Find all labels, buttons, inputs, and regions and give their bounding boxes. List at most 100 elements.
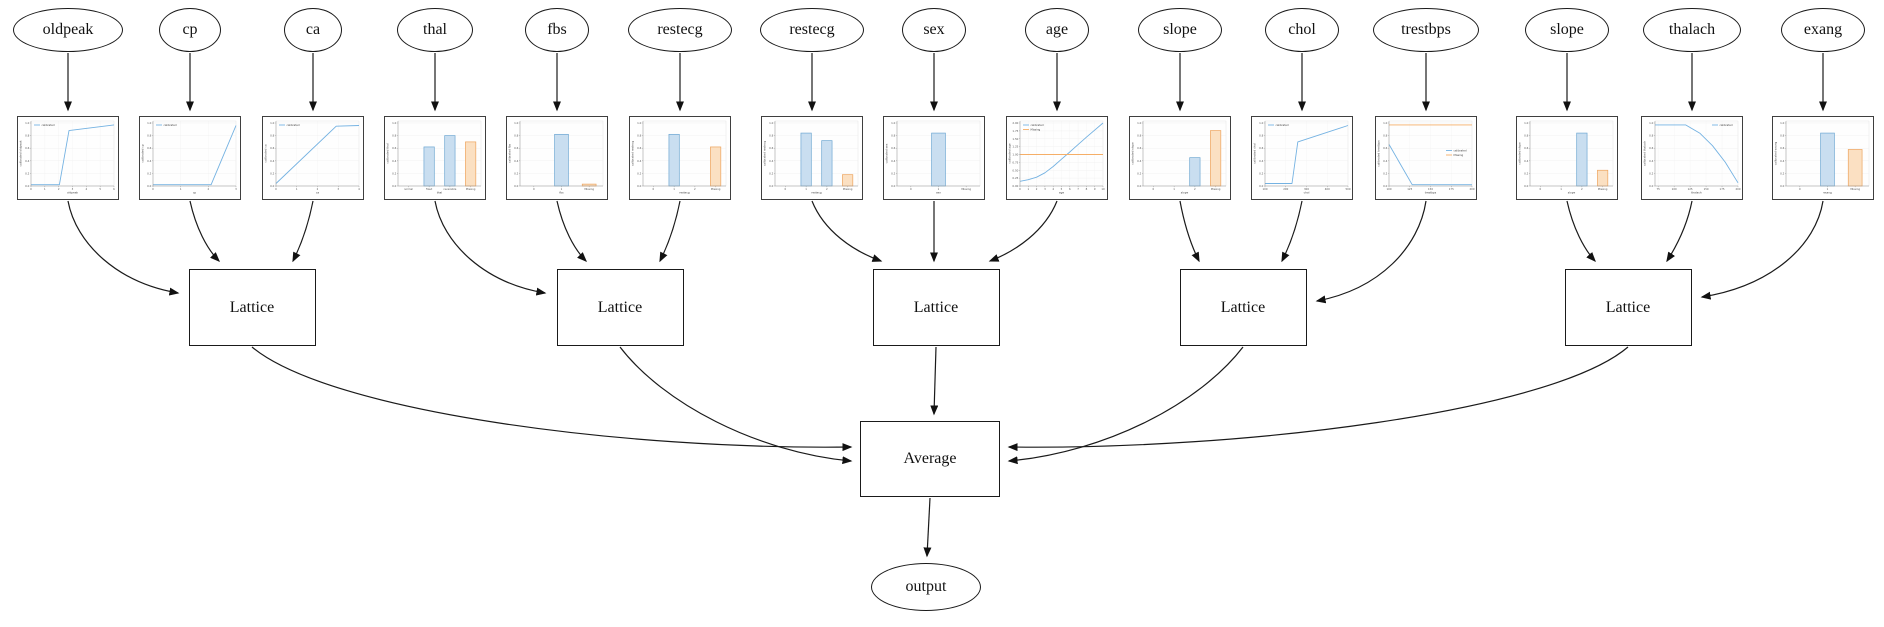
svg-text:0.2: 0.2 <box>637 171 642 175</box>
feature-label: oldpeak <box>42 21 94 38</box>
svg-text:0.2: 0.2 <box>147 171 152 175</box>
svg-text:0.0: 0.0 <box>1259 184 1264 188</box>
svg-text:chol: chol <box>1303 191 1309 195</box>
svg-text:2: 2 <box>207 187 209 191</box>
svg-text:Missing: Missing <box>1850 187 1860 191</box>
svg-text:Missing: Missing <box>465 187 475 191</box>
svg-text:75: 75 <box>1656 187 1660 191</box>
svg-text:0.4: 0.4 <box>637 159 642 163</box>
svg-text:0.0: 0.0 <box>1383 184 1388 188</box>
svg-text:calibrated age: calibrated age <box>1007 143 1011 163</box>
svg-text:0.8: 0.8 <box>1780 134 1785 138</box>
svg-text:1.0: 1.0 <box>1524 121 1529 125</box>
svg-text:normal: normal <box>403 187 412 191</box>
feature-label: chol <box>1288 21 1316 38</box>
svg-text:4: 4 <box>1052 187 1054 191</box>
svg-text:calibrated cp: calibrated cp <box>140 144 144 162</box>
lattice-label: Lattice <box>229 298 275 316</box>
svg-text:0.8: 0.8 <box>1137 134 1142 138</box>
svg-text:0.6: 0.6 <box>392 146 397 150</box>
svg-text:0.8: 0.8 <box>1383 134 1388 138</box>
feature-label: slope <box>1550 21 1584 38</box>
feature-node-age: age <box>1025 8 1089 52</box>
svg-text:0.0: 0.0 <box>1649 184 1654 188</box>
svg-text:0.4: 0.4 <box>1137 159 1142 163</box>
svg-text:0.2: 0.2 <box>769 171 774 175</box>
feature-label: exang <box>1803 21 1843 38</box>
svg-text:0.4: 0.4 <box>1383 159 1388 163</box>
svg-text:0.0: 0.0 <box>1780 184 1785 188</box>
feature-label: restecg <box>789 21 835 38</box>
svg-text:1: 1 <box>560 187 562 191</box>
svg-text:2.00: 2.00 <box>1012 121 1018 125</box>
feature-label: restecg <box>657 21 703 38</box>
svg-text:200: 200 <box>1469 187 1474 191</box>
svg-text:1.75: 1.75 <box>1012 129 1018 133</box>
svg-text:0.8: 0.8 <box>147 134 152 138</box>
svg-text:1.0: 1.0 <box>1383 121 1388 125</box>
svg-text:0.8: 0.8 <box>1649 134 1654 138</box>
svg-text:oldpeak: oldpeak <box>66 191 77 195</box>
svg-text:0: 0 <box>1019 187 1021 191</box>
feature-node-restecg: restecg <box>760 8 864 52</box>
svg-text:age: age <box>1058 191 1063 195</box>
svg-text:0.8: 0.8 <box>769 134 774 138</box>
svg-text:0.6: 0.6 <box>769 146 774 150</box>
svg-text:6: 6 <box>113 187 115 191</box>
svg-text:0.2: 0.2 <box>1259 171 1264 175</box>
svg-text:0.8: 0.8 <box>1524 134 1529 138</box>
svg-text:1: 1 <box>1826 187 1828 191</box>
svg-text:slope: slope <box>1180 191 1188 195</box>
svg-text:0.0: 0.0 <box>25 184 30 188</box>
svg-text:2: 2 <box>1581 187 1583 191</box>
svg-text:calibrated thal: calibrated thal <box>385 143 389 164</box>
svg-text:0.8: 0.8 <box>514 134 519 138</box>
svg-text:exang: exang <box>1823 191 1832 195</box>
svg-text:1: 1 <box>179 187 181 191</box>
svg-text:1: 1 <box>1560 187 1562 191</box>
svg-text:0.4: 0.4 <box>1259 159 1264 163</box>
svg-text:calibrated ca: calibrated ca <box>263 144 267 162</box>
svg-text:calibrated: calibrated <box>163 123 176 127</box>
svg-text:0.0: 0.0 <box>769 184 774 188</box>
svg-text:calibrated restecg: calibrated restecg <box>762 141 766 167</box>
svg-text:1.0: 1.0 <box>147 121 152 125</box>
svg-text:reversible: reversible <box>443 187 456 191</box>
svg-text:0.6: 0.6 <box>1524 146 1529 150</box>
svg-text:ca: ca <box>315 191 319 195</box>
svg-text:1.0: 1.0 <box>514 121 519 125</box>
svg-text:0.8: 0.8 <box>392 134 397 138</box>
svg-text:calibrated chol: calibrated chol <box>1252 143 1256 164</box>
svg-text:100: 100 <box>1262 187 1267 191</box>
svg-text:0.4: 0.4 <box>25 159 30 163</box>
svg-text:sex: sex <box>936 191 941 195</box>
svg-text:0.2: 0.2 <box>1780 171 1785 175</box>
svg-text:5: 5 <box>99 187 101 191</box>
svg-text:1.0: 1.0 <box>769 121 774 125</box>
svg-text:calibrated oldpeak: calibrated oldpeak <box>18 140 22 166</box>
svg-text:0: 0 <box>533 187 535 191</box>
feature-label: thalach <box>1668 21 1716 38</box>
lattice-label: Lattice <box>1220 298 1266 316</box>
lattice-node-5: Lattice <box>1564 269 1692 346</box>
svg-text:400: 400 <box>1324 187 1329 191</box>
feature-label: cp <box>182 21 198 38</box>
svg-text:10: 10 <box>1101 187 1105 191</box>
feature-node-trestbps: trestbps <box>1373 8 1479 52</box>
svg-text:300: 300 <box>1304 187 1309 191</box>
svg-text:0.4: 0.4 <box>392 159 397 163</box>
svg-text:Missing: Missing <box>1597 187 1607 191</box>
svg-text:1.0: 1.0 <box>1259 121 1264 125</box>
svg-text:calibrated restecg: calibrated restecg <box>630 141 634 167</box>
svg-text:500: 500 <box>1345 187 1350 191</box>
